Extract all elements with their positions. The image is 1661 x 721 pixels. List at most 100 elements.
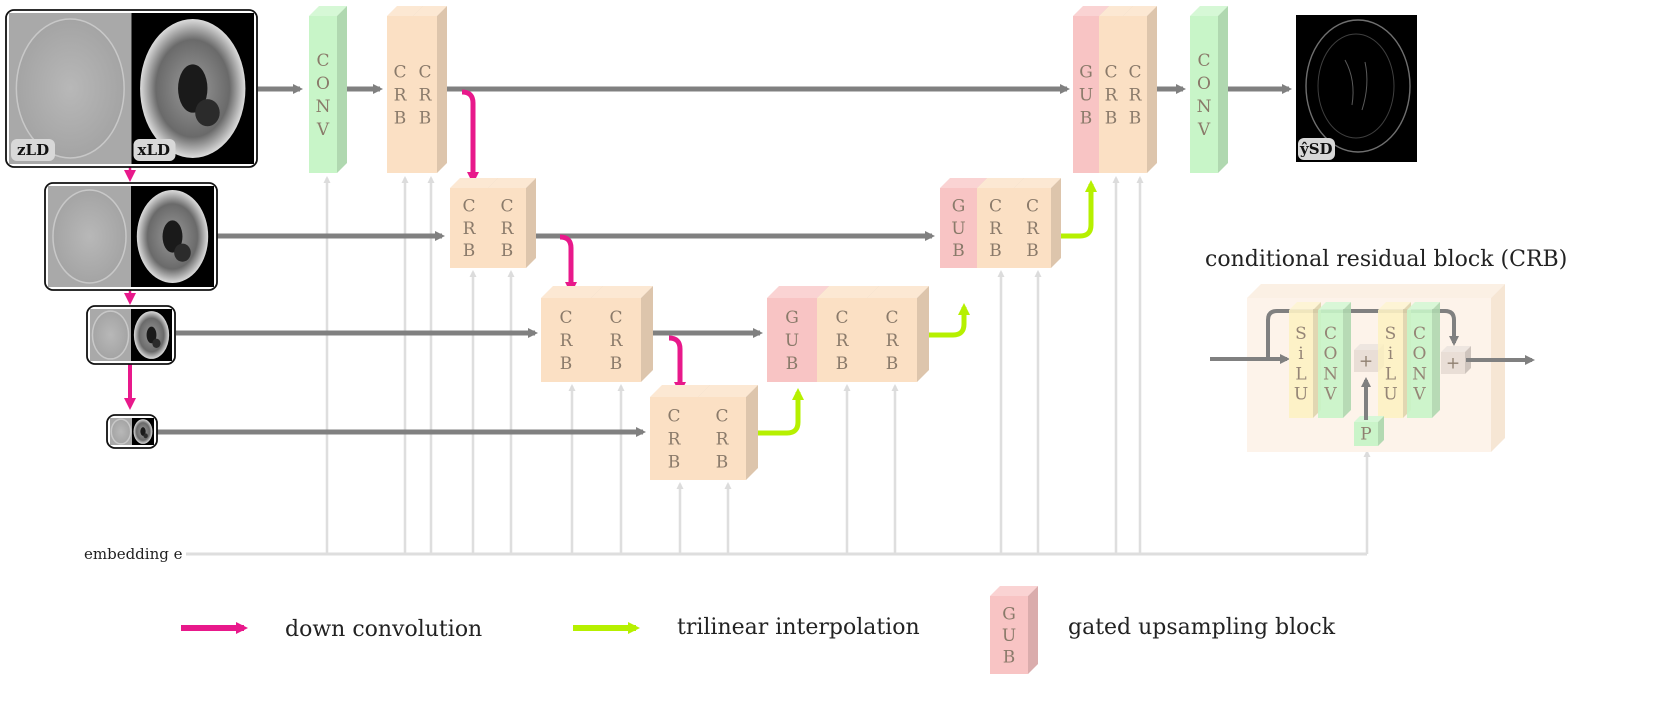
crb-block-up2-b: CRB — [1014, 178, 1061, 268]
crb-block-l3-b-letter: R — [610, 331, 624, 351]
down-convolution-arrows — [124, 89, 686, 410]
crb-block-up2-a-letter: R — [989, 219, 1003, 239]
crb-detail-silu-1-letter: S — [1295, 324, 1307, 344]
input-images: zLD xLD ŷSD — [5, 9, 1417, 449]
crb-block-l4-b: CRB — [698, 385, 758, 480]
crb-block-l1-b-letter: R — [419, 85, 433, 105]
network-blocks: CONVCRBCRBCRBCRBCRBCRBCRBCRBGUBCRBCRBGUB… — [309, 6, 1228, 480]
crb-detail-silu-2-letter: L — [1385, 364, 1396, 384]
crb-block-up3-b-letter: C — [885, 308, 898, 328]
gub-block-l3-letter: G — [785, 308, 799, 328]
trilinear-up-2 — [918, 303, 970, 338]
crb-detail-conv-2-letter: O — [1413, 344, 1427, 364]
crb-block-l2-b-letter: B — [501, 241, 514, 261]
conv-block-input-letter: C — [316, 51, 329, 71]
crb-block-l4-a-letter: C — [667, 407, 680, 427]
crb-block-up3-a-letter: C — [835, 308, 848, 328]
crb-block-l4-b-letter: B — [716, 452, 729, 472]
legend-gub-block: GUB — [990, 586, 1038, 674]
crb-block-l3-b: CRB — [591, 286, 653, 382]
crb-block-l3-a-letter: R — [560, 331, 574, 351]
crb-block-up3-b-letter: B — [886, 354, 899, 374]
crb-block-l1-a-letter: C — [393, 63, 406, 83]
crb-block-l2-a-letter: B — [463, 241, 476, 261]
crb-detail-conv-1-letter: O — [1324, 344, 1338, 364]
gub-block-l3-letter: U — [785, 331, 799, 351]
crb-block-up2-b-letter: B — [1026, 241, 1039, 261]
crb-block-up1-a-letter: B — [1105, 108, 1118, 128]
trilinear-up-1 — [756, 388, 804, 436]
x-ld-label: xLD — [138, 141, 171, 159]
legend-gub-cube-letter: U — [1002, 626, 1016, 646]
crb-block-up2-a-letter: C — [989, 197, 1002, 217]
down-conv-3 — [668, 335, 686, 394]
down-conv-1 — [461, 89, 479, 184]
crb-block-up1-a-letter: R — [1105, 85, 1119, 105]
output-image: ŷSD — [1296, 15, 1417, 162]
legend-down-label: down convolution — [285, 617, 482, 642]
crb-block-l2-b-letter: R — [501, 219, 515, 239]
crb-block-l2-a-letter: R — [463, 219, 477, 239]
down-conv-2 — [559, 234, 577, 294]
crb-residual-arrow — [1266, 309, 1459, 359]
crb-detail-silu-1-letter: U — [1294, 385, 1308, 405]
trilinear-up-3 — [1058, 180, 1097, 239]
crb-detail-conv-2-letter: N — [1412, 364, 1427, 384]
z-ld-label: zLD — [17, 141, 49, 159]
embedding-lines — [186, 176, 1371, 556]
crb-block-l4-b-letter: R — [716, 429, 730, 449]
crb-detail-conv-2-letter: V — [1412, 385, 1426, 405]
crb-block-up2-a-letter: B — [989, 241, 1002, 261]
crb-block-up1-b-letter: R — [1129, 85, 1143, 105]
crb-block-up3-a-letter: R — [836, 331, 850, 351]
crb-detail-silu-1-letter: L — [1295, 364, 1306, 384]
crb-block-l3-b-letter: B — [610, 354, 623, 374]
crb-block-up1-a-letter: C — [1104, 63, 1117, 83]
crb-block-l4-a-letter: B — [668, 452, 681, 472]
crb-detail-p-block-letter: P — [1360, 424, 1371, 444]
crb-block-l1-b: CRB — [413, 6, 447, 173]
legend-gub-label: gated upsampling block — [1068, 615, 1336, 640]
crb-block-l2-b: CRB — [488, 178, 536, 268]
crb-detail-title: conditional residual block (CRB) — [1205, 247, 1567, 272]
crb-block-up3-b-letter: R — [886, 331, 900, 351]
crb-detail-p-block: P — [1354, 416, 1384, 446]
gub-block-l2-letter: U — [951, 219, 965, 239]
gub-block-l1-letter: B — [1080, 108, 1093, 128]
crb-detail-plus-1-letter: + — [1359, 351, 1373, 371]
crb-detail-conv-1-letter: N — [1323, 364, 1338, 384]
input-image-level3 — [86, 305, 176, 365]
crb-block-l1-a-letter: R — [394, 85, 408, 105]
crb-block-up2-b-letter: C — [1026, 197, 1039, 217]
crb-block-l1-b-letter: C — [418, 63, 431, 83]
conv-block-output-letter: O — [1197, 74, 1211, 94]
crb-block-l1-a-letter: B — [394, 108, 407, 128]
gub-block-l1-letter: U — [1079, 85, 1093, 105]
crb-block-up1-b: CRB — [1123, 6, 1157, 173]
skip-connections — [157, 84, 1292, 437]
crb-block-up3-a-letter: B — [836, 354, 849, 374]
crb-block-l4-a-letter: R — [668, 429, 682, 449]
crb-block-l2-a-letter: C — [462, 197, 475, 217]
gub-block-l1-letter: G — [1079, 63, 1093, 83]
crb-block-l3-a-letter: C — [559, 308, 572, 328]
legend-gub-cube-letter: G — [1002, 604, 1016, 624]
crb-block-l3-b-letter: C — [609, 308, 622, 328]
input-image-level2 — [44, 182, 218, 291]
legend-trilinear-label: trilinear interpolation — [677, 615, 920, 640]
crb-detail-plus-2-letter: + — [1446, 353, 1460, 373]
crb-detail-silu-2-letter: i — [1388, 344, 1394, 364]
z-ld-tag: zLD — [11, 139, 55, 161]
crb-detail-conv-2-letter: C — [1413, 324, 1426, 344]
crb-block-up1-b-letter: C — [1128, 63, 1141, 83]
crb-detail-silu-1-letter: i — [1298, 344, 1304, 364]
x-ld-tag: xLD — [133, 139, 176, 161]
crb-block-up1-b-letter: B — [1129, 108, 1142, 128]
legend: down convolution trilinear interpolation… — [181, 586, 1336, 674]
conv-block-output-letter: V — [1197, 120, 1211, 140]
